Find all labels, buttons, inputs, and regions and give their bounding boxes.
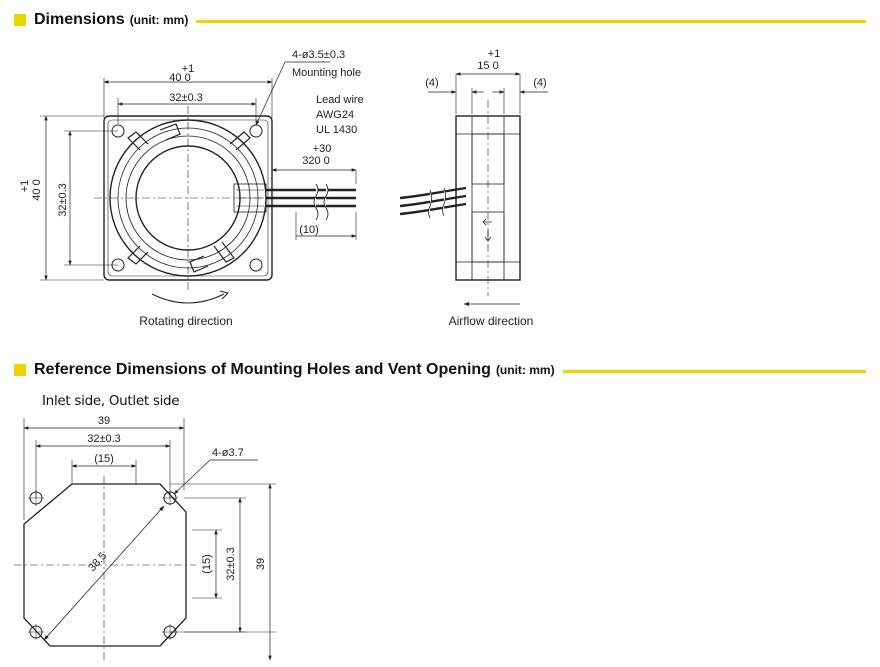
ref-hole-leader [173, 459, 211, 495]
ref-mounting-holes [28, 490, 178, 640]
section-rule [196, 20, 866, 23]
lead-label-1: Lead wire [316, 94, 364, 106]
center-lines [94, 106, 284, 292]
section-marker [14, 364, 26, 376]
front-view [40, 61, 357, 304]
side-view [399, 72, 548, 306]
dim-height-tol: +1 [19, 180, 31, 193]
lead-label-2: AWG24 [316, 109, 354, 121]
left-offset-value: (4) [425, 77, 438, 89]
section-title: Reference Dimensions of Mounting Holes a… [34, 361, 491, 378]
hole-label: Mounting hole [292, 67, 361, 79]
dim-height-value: 40 0 [31, 179, 43, 200]
strip-length-value: (10) [299, 224, 319, 236]
ref-voverall-value: 39 [255, 558, 267, 570]
rotation-arrow [151, 293, 225, 304]
ref-pitch-value: 32±0.3 [87, 433, 121, 445]
section-rule [562, 370, 866, 373]
mounting-hole [249, 258, 263, 272]
hole-spec: 4-ø3.5±0.3 [292, 49, 345, 61]
ref-overall-value: 39 [98, 415, 110, 427]
lead-length-tol: +30 [313, 143, 332, 155]
rotating-caption: Rotating direction [139, 314, 232, 328]
lead-label-3: UL 1430 [316, 124, 357, 136]
ref-vvent-value: (15) [201, 554, 213, 574]
section-header-dimensions: Dimensions (unit: mm) [14, 11, 866, 29]
reference-view [14, 418, 276, 661]
hole-leader [255, 61, 286, 126]
ref-vent-value: (15) [94, 453, 114, 465]
dim-width-tol: +1 [182, 63, 195, 75]
front-extension-lines [40, 78, 273, 281]
section-unit: (unit: mm) [129, 13, 189, 27]
vent-octagon [23, 483, 187, 647]
mounting-hole [249, 124, 263, 138]
ref-subtitle: Inlet side, Outlet side [42, 393, 180, 409]
ref-hole-spec: 4-ø3.7 [212, 447, 244, 459]
mounting-hole [111, 124, 125, 138]
section-title: Dimensions [34, 11, 125, 28]
dim-vpitch-value: 32±0.3 [57, 183, 69, 217]
right-offset-value: (4) [533, 77, 546, 89]
fan-struts [127, 123, 251, 273]
dim-pitch-value: 32±0.3 [169, 92, 203, 104]
section-header-reference: Reference Dimensions of Mounting Holes a… [14, 361, 866, 379]
lead-length-value: 320 0 [302, 155, 330, 167]
section-marker [14, 14, 26, 26]
mounting-hole [111, 258, 125, 272]
side-wires [399, 186, 467, 219]
wire-bundle [233, 183, 356, 221]
section-unit: (unit: mm) [495, 363, 555, 377]
airflow-caption: Airflow direction [449, 314, 534, 328]
depth-value: 15 0 [477, 60, 498, 72]
depth-tol: +1 [488, 48, 501, 60]
dim-width-value: 40 0 [169, 72, 190, 84]
ref-vpitch-value: 32±0.3 [225, 547, 237, 581]
